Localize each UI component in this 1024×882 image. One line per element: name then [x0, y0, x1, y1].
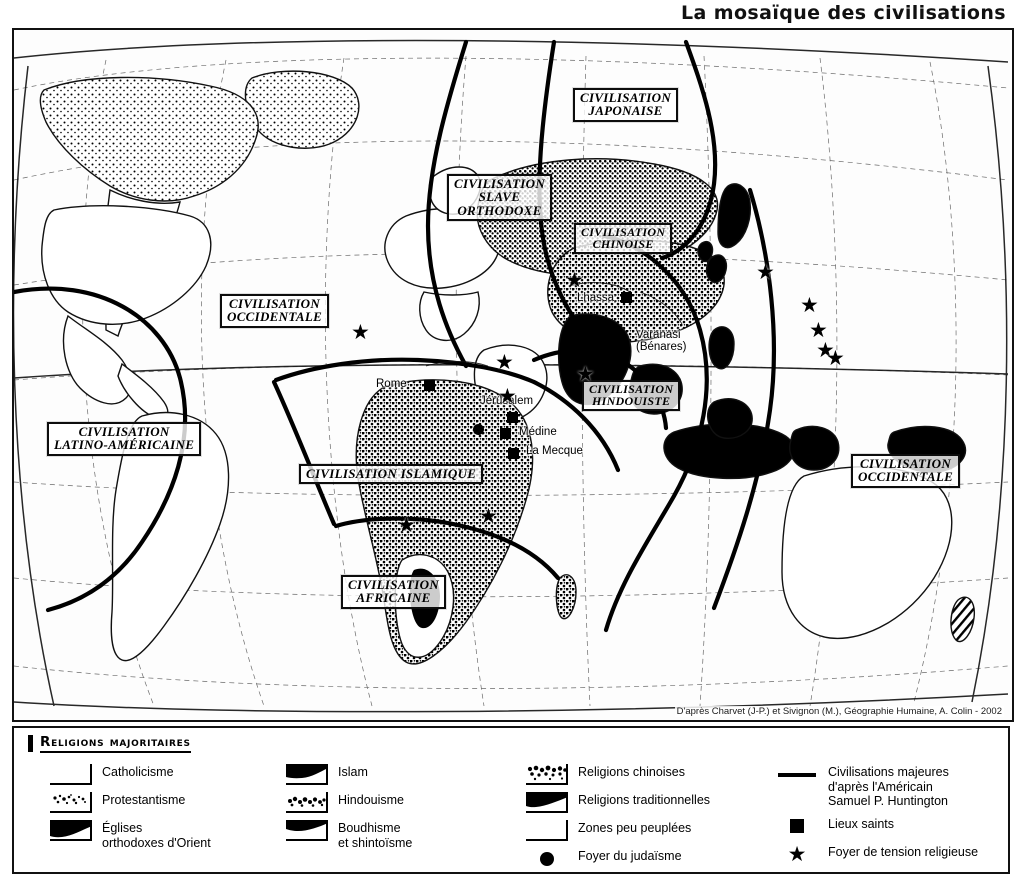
tension-star-icon: ★	[565, 269, 584, 292]
holy-site-marker	[610, 332, 621, 343]
map-label-hindouiste[interactable]: CIVILISATION HINDOUISTE	[582, 380, 681, 412]
city-label-rome: Rome	[376, 378, 407, 390]
map-canvas[interactable]: CIVILISATION OCCIDENTALE CIVILISATION JA…	[12, 28, 1014, 722]
map-label-islamique[interactable]: CIVILISATION ISLAMIQUE	[299, 464, 484, 485]
legend-item-foyer-judaisme[interactable]: Foyer du judaïsme	[526, 848, 761, 869]
legend-item-zones-peu-peuplees[interactable]: Zones peu peuplées	[526, 820, 761, 841]
legend-label: Foyer du judaïsme	[578, 849, 682, 863]
legend-item-protestantisme[interactable]: Protestantisme	[50, 792, 280, 813]
swatch-solid-wave-graphic	[286, 764, 328, 785]
holy-site-marker	[621, 292, 632, 303]
holy-site-marker	[507, 412, 518, 423]
tension-star-icon: ★	[498, 385, 517, 408]
holy-site-marker	[424, 380, 435, 391]
holy-site-square-icon	[776, 816, 818, 837]
legend-label: Foyer de tension religieuse	[828, 844, 979, 859]
swatch-eglises-orthodoxes	[50, 820, 92, 841]
tension-star-icon: ★	[800, 294, 819, 317]
legend-item-orthodoxes[interactable]: Églises orthodoxes d'Orient	[50, 820, 280, 850]
world-map-graphic	[14, 30, 1008, 716]
city-label-varanasi: Varanasi (Bénares)	[636, 329, 687, 354]
legend-item-religions-traditionnelles[interactable]: Religions traditionnelles	[526, 792, 761, 813]
city-label-lhassa: Lhassa	[577, 292, 615, 304]
tension-star-icon: ★	[787, 842, 807, 866]
legend-item-boudhisme[interactable]: Boudhisme et shintoïsme	[286, 820, 511, 850]
map-source-credit: D'après Charvet (J-P.) et Sivignon (M.),…	[674, 706, 1004, 717]
swatch-solid-wave-graphic	[526, 792, 568, 813]
legend-label: Églises orthodoxes d'Orient	[102, 821, 211, 850]
swatch-religions-chinoises	[526, 764, 568, 785]
swatch-stipple-dark-graphic	[286, 792, 328, 813]
legend-title-accent-bar	[28, 735, 33, 752]
legend-label: Civilisations majeures d'après l'América…	[828, 765, 949, 808]
legend-item-catholicisme[interactable]: Catholicisme	[50, 764, 280, 785]
tension-star-icon: ★	[495, 351, 514, 374]
swatch-boudhisme-shintoisme	[286, 820, 328, 841]
title-bar: La mosaïque des civilisations	[0, 0, 1024, 28]
swatch-stipple-graphic	[50, 792, 92, 813]
page-title: La mosaïque des civilisations	[681, 2, 1006, 24]
map-label-occidentale-europe[interactable]: CIVILISATION OCCIDENTALE	[220, 294, 330, 328]
legend-item-islam[interactable]: Islam	[286, 764, 511, 785]
tension-star-icon: ★	[809, 319, 828, 342]
legend-item-civilisations-majeures[interactable]: Civilisations majeures d'après l'América…	[776, 764, 1016, 809]
boundary-line-icon	[776, 764, 818, 785]
tension-star-icon: ★	[576, 363, 595, 386]
legend-column-1: Catholicisme Protestantisme	[50, 764, 280, 857]
map-label-chinoise[interactable]: CIVILISATION CHINOISE	[574, 223, 673, 255]
map-label-slave-orthodoxe[interactable]: CIVILISATION SLAVE ORTHODOXE	[447, 174, 553, 221]
legend-item-lieux-saints[interactable]: Lieux saints	[776, 816, 1016, 837]
swatch-zones-peu-peuplees	[526, 820, 568, 841]
legend-label: Zones peu peuplées	[578, 821, 692, 835]
holy-site-marker	[508, 448, 519, 459]
map-label-africaine[interactable]: CIVILISATION AFRICAINE	[341, 575, 447, 609]
tension-star-icon: ★	[756, 261, 775, 284]
map-label-latino-americaine[interactable]: CIVILISATION LATINO-AMÉRICAINE	[47, 422, 202, 456]
map-label-occidentale-oceanie[interactable]: CIVILISATION OCCIDENTALE	[851, 454, 961, 488]
map-label-japonaise[interactable]: CIVILISATION JAPONAISE	[573, 88, 679, 122]
judaism-focus-marker	[473, 424, 484, 435]
holy-site-marker	[500, 428, 511, 439]
swatch-stipple-dark-graphic	[526, 764, 568, 785]
judaism-dot-icon	[526, 848, 568, 869]
legend-label: Islam	[338, 765, 368, 779]
tension-star-icon: ★	[816, 339, 835, 362]
legend-column-4: Civilisations majeures d'après l'América…	[776, 764, 1016, 872]
tension-star-icon: ★	[397, 514, 416, 537]
swatch-solid-wave-graphic	[286, 820, 328, 841]
tension-star-icon: ★	[351, 321, 370, 344]
legend-title: Religions majoritaires	[40, 734, 191, 753]
city-label-medine: Médine	[519, 426, 557, 438]
tension-star-icon: ★	[479, 505, 498, 528]
legend-label: Lieux saints	[828, 816, 895, 831]
legend-panel: Religions majoritaires Catholicisme Pro	[12, 726, 1010, 874]
legend-item-foyer-tension[interactable]: ★ Foyer de tension religieuse	[776, 844, 1016, 865]
swatch-religions-traditionnelles	[526, 792, 568, 813]
city-label-jerusalem: Jérusalem	[480, 395, 534, 407]
swatch-catholicisme	[50, 764, 92, 785]
swatch-hindouisme	[286, 792, 328, 813]
legend-label: Religions chinoises	[578, 765, 686, 779]
legend-label: Hindouisme	[338, 793, 405, 807]
swatch-islam	[286, 764, 328, 785]
legend-column-2: Islam Hindouisme	[286, 764, 511, 857]
legend-label: Catholicisme	[102, 765, 174, 779]
legend-label: Boudhisme et shintoïsme	[338, 821, 413, 850]
swatch-solid-wave-graphic	[50, 820, 92, 841]
legend-label: Protestantisme	[102, 793, 186, 807]
legend-column-3: Religions chinoises Religions traditionn…	[526, 764, 761, 876]
legend-title-row: Religions majoritaires	[28, 734, 191, 753]
swatch-protestantisme	[50, 792, 92, 813]
city-label-la-mecque: La Mecque	[526, 445, 583, 457]
legend-item-hindouisme[interactable]: Hindouisme	[286, 792, 511, 813]
tension-star-icon: ★	[826, 347, 845, 370]
legend-label: Religions traditionnelles	[578, 793, 711, 807]
legend-item-religions-chinoises[interactable]: Religions chinoises	[526, 764, 761, 785]
